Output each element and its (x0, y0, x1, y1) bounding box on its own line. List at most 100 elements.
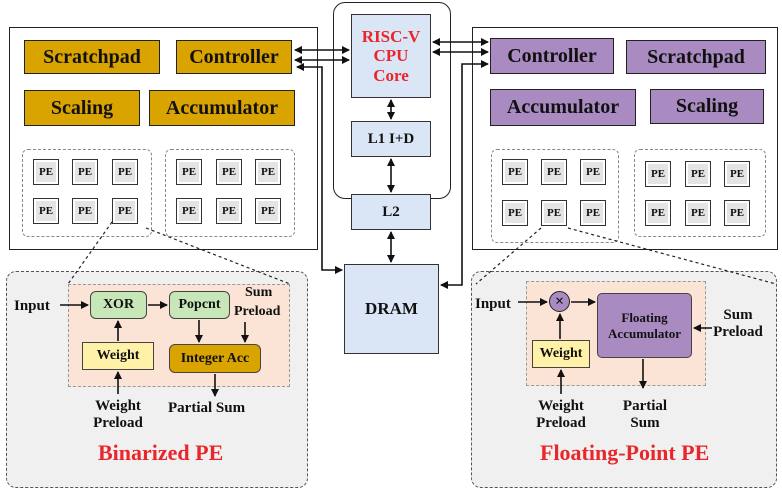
pe-label: PE (38, 166, 54, 178)
fp-input-label: Input (475, 296, 511, 312)
pe-label: PE (221, 166, 237, 178)
right-controller-block: Controller (490, 38, 614, 74)
left-scratchpad-block: Scratchpad (24, 40, 160, 74)
fp-weight-label: Weight (539, 346, 583, 361)
binarized-pe-title: Binarized PE (98, 440, 224, 465)
left-accumulator-block: Accumulator (149, 90, 295, 126)
pe-cell: PE (724, 200, 750, 226)
binarized-partial-sum-label: Partial Sum (168, 400, 246, 416)
right-accumulator-label: Accumulator (506, 96, 620, 118)
fp-weight-preload-line-2: Preload (536, 414, 586, 431)
cpu-line-2: CPU (373, 46, 409, 66)
pe-cell: PE (502, 200, 528, 226)
left-pe-cluster-1 (22, 149, 152, 237)
right-accumulator-block: Accumulator (490, 89, 636, 126)
pe-cell: PE (502, 159, 528, 185)
fp-partial-line: Partial (622, 398, 668, 414)
pe-label: PE (546, 166, 562, 178)
pe-label: PE (260, 205, 276, 217)
pe-cell: PE (541, 159, 567, 185)
left-scaling-block: Scaling (24, 90, 140, 126)
right-scaling-block: Scaling (650, 89, 764, 124)
fp-preload-line: Preload (713, 323, 763, 340)
right-controller-dram-link (440, 60, 489, 289)
fp-sum-line-2: Sum (630, 414, 660, 431)
pe-label: PE (507, 166, 523, 178)
l1-label: L1 I+D (367, 130, 415, 147)
integer-acc-label: Integer Acc (180, 350, 250, 366)
pe-label: PE (117, 166, 133, 178)
popcnt-block: Popcnt (169, 291, 230, 319)
binarized-input-label: Input (14, 298, 50, 314)
pe-label: PE (546, 207, 562, 219)
fp-zoom-line-right (567, 227, 777, 285)
fp-weight-block: Weight (532, 340, 590, 368)
fp-pe-title: Floating-Point PE (540, 440, 710, 465)
pe-label: PE (729, 168, 745, 180)
pe-label: PE (585, 166, 601, 178)
pe-label: PE (650, 168, 666, 180)
multiplier-circle: × (549, 291, 570, 312)
integer-acc-block: Integer Acc (169, 344, 261, 373)
pe-label: PE (507, 207, 523, 219)
pe-cell: PE (33, 159, 59, 185)
pe-label: PE (77, 166, 93, 178)
fp-weight-preload-label: Weight Preload (527, 398, 595, 431)
cpu-line-1: RISC-V (361, 26, 421, 46)
left-controller-label: Controller (189, 45, 279, 68)
dram-label: DRAM (365, 299, 418, 318)
left-scaling-label: Scaling (50, 96, 114, 119)
dram-block: DRAM (344, 264, 439, 354)
fp-weight-preload-line-1: Weight (538, 398, 584, 414)
floating-accumulator-block: Floating Accumulator (597, 293, 692, 358)
pe-label: PE (181, 166, 197, 178)
binarized-weight-label: Weight (96, 348, 140, 363)
binarized-weight-preload-line-2: Preload (93, 414, 143, 431)
cpu-line-3: Core (373, 65, 409, 85)
pe-cell: PE (216, 159, 242, 185)
binarized-preload-label: Preload (234, 304, 281, 319)
popcnt-label: Popcnt (178, 297, 221, 312)
pe-label: PE (38, 205, 54, 217)
pe-label: PE (77, 205, 93, 217)
l2-label: L2 (382, 203, 400, 220)
fp-acc-line-2: Accumulator (608, 325, 681, 341)
left-scratchpad-label: Scratchpad (43, 45, 141, 68)
pe-cell: PE (255, 159, 281, 185)
binarized-weight-block: Weight (82, 342, 154, 370)
fp-sum-preload-label: Sum Preload (706, 307, 770, 340)
pe-cell: PE (580, 200, 606, 226)
fp-zoom-line-left (475, 227, 542, 285)
pe-label: PE (221, 205, 237, 217)
l2-cache: L2 (351, 194, 431, 230)
pe-cell: PE (176, 198, 202, 224)
pe-cell: PE (176, 159, 202, 185)
pe-cell: PE (685, 200, 711, 226)
pe-cell: PE (33, 198, 59, 224)
pe-cell: PE (580, 159, 606, 185)
pe-cell: PE (112, 159, 138, 185)
pe-cell: PE (255, 198, 281, 224)
binarized-weight-preload-line-1: Weight (95, 398, 141, 414)
fp-sum-line: Sum (723, 307, 753, 323)
pe-label: PE (690, 207, 706, 219)
pe-label: PE (650, 207, 666, 219)
pe-cell: PE (72, 159, 98, 185)
pe-cell: PE (724, 161, 750, 187)
right-pe-cluster-1 (491, 149, 619, 243)
pe-cell: PE (685, 161, 711, 187)
binarized-zoom-line-right (145, 227, 291, 285)
right-controller-label: Controller (507, 44, 597, 67)
right-pe-cluster-2 (634, 149, 766, 237)
pe-cell: PE (645, 200, 671, 226)
pe-label: PE (117, 205, 133, 217)
right-scaling-label: Scaling (675, 95, 739, 117)
pe-label: PE (690, 168, 706, 180)
pe-cell: PE (645, 161, 671, 187)
pe-cell: PE (216, 198, 242, 224)
l1-cache: L1 I+D (351, 121, 431, 157)
risc-v-cpu-core: RISC-V CPU Core (351, 14, 431, 98)
pe-label: PE (260, 166, 276, 178)
pe-label: PE (585, 207, 601, 219)
